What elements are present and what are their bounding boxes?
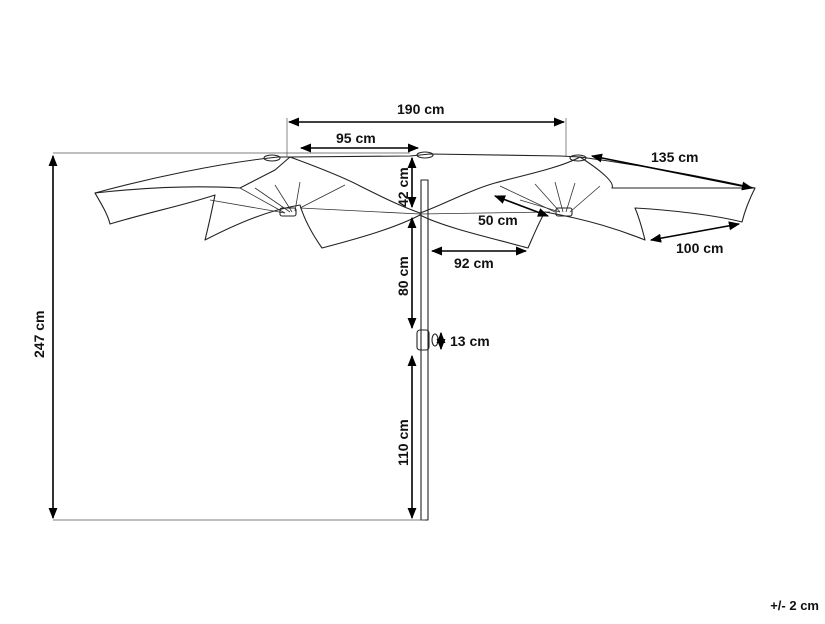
center-finial	[416, 151, 434, 159]
tolerance-note: +/- 2 cm	[770, 598, 819, 613]
dim-135-line	[590, 153, 754, 191]
left-rib-hub	[279, 207, 297, 217]
label-half-width: 95 cm	[336, 130, 376, 146]
label-crank-height: 13 cm	[450, 333, 490, 349]
label-arm-length: 92 cm	[454, 255, 494, 271]
label-rib-length: 50 cm	[478, 212, 518, 228]
crank-handle	[416, 329, 430, 351]
label-total-height: 247 cm	[31, 311, 47, 358]
label-panel-width: 100 cm	[676, 240, 723, 256]
right-finial	[569, 154, 587, 162]
dim-100-line	[649, 221, 741, 243]
dim-50-line	[493, 195, 550, 217]
crank-knob	[431, 333, 439, 347]
right-rib-hub	[555, 207, 573, 217]
canopy-center-peaks	[289, 156, 581, 214]
left-finial	[263, 154, 281, 162]
label-lower-pole: 110 cm	[395, 419, 411, 466]
dimension-labels: 190 cm 95 cm 135 cm 42 cm 50 cm 92 cm 10…	[31, 101, 723, 466]
dimension-lines	[48, 117, 754, 521]
umbrella-drawing	[94, 151, 756, 521]
label-canopy-rise: 42 cm	[395, 167, 411, 207]
label-overall-width: 190 cm	[397, 101, 444, 117]
label-upper-pole: 80 cm	[395, 256, 411, 296]
canopy-left-inner-edge	[94, 156, 291, 194]
canopy-bottom-scallop	[94, 187, 756, 249]
label-canopy-depth: 135 cm	[651, 149, 698, 165]
